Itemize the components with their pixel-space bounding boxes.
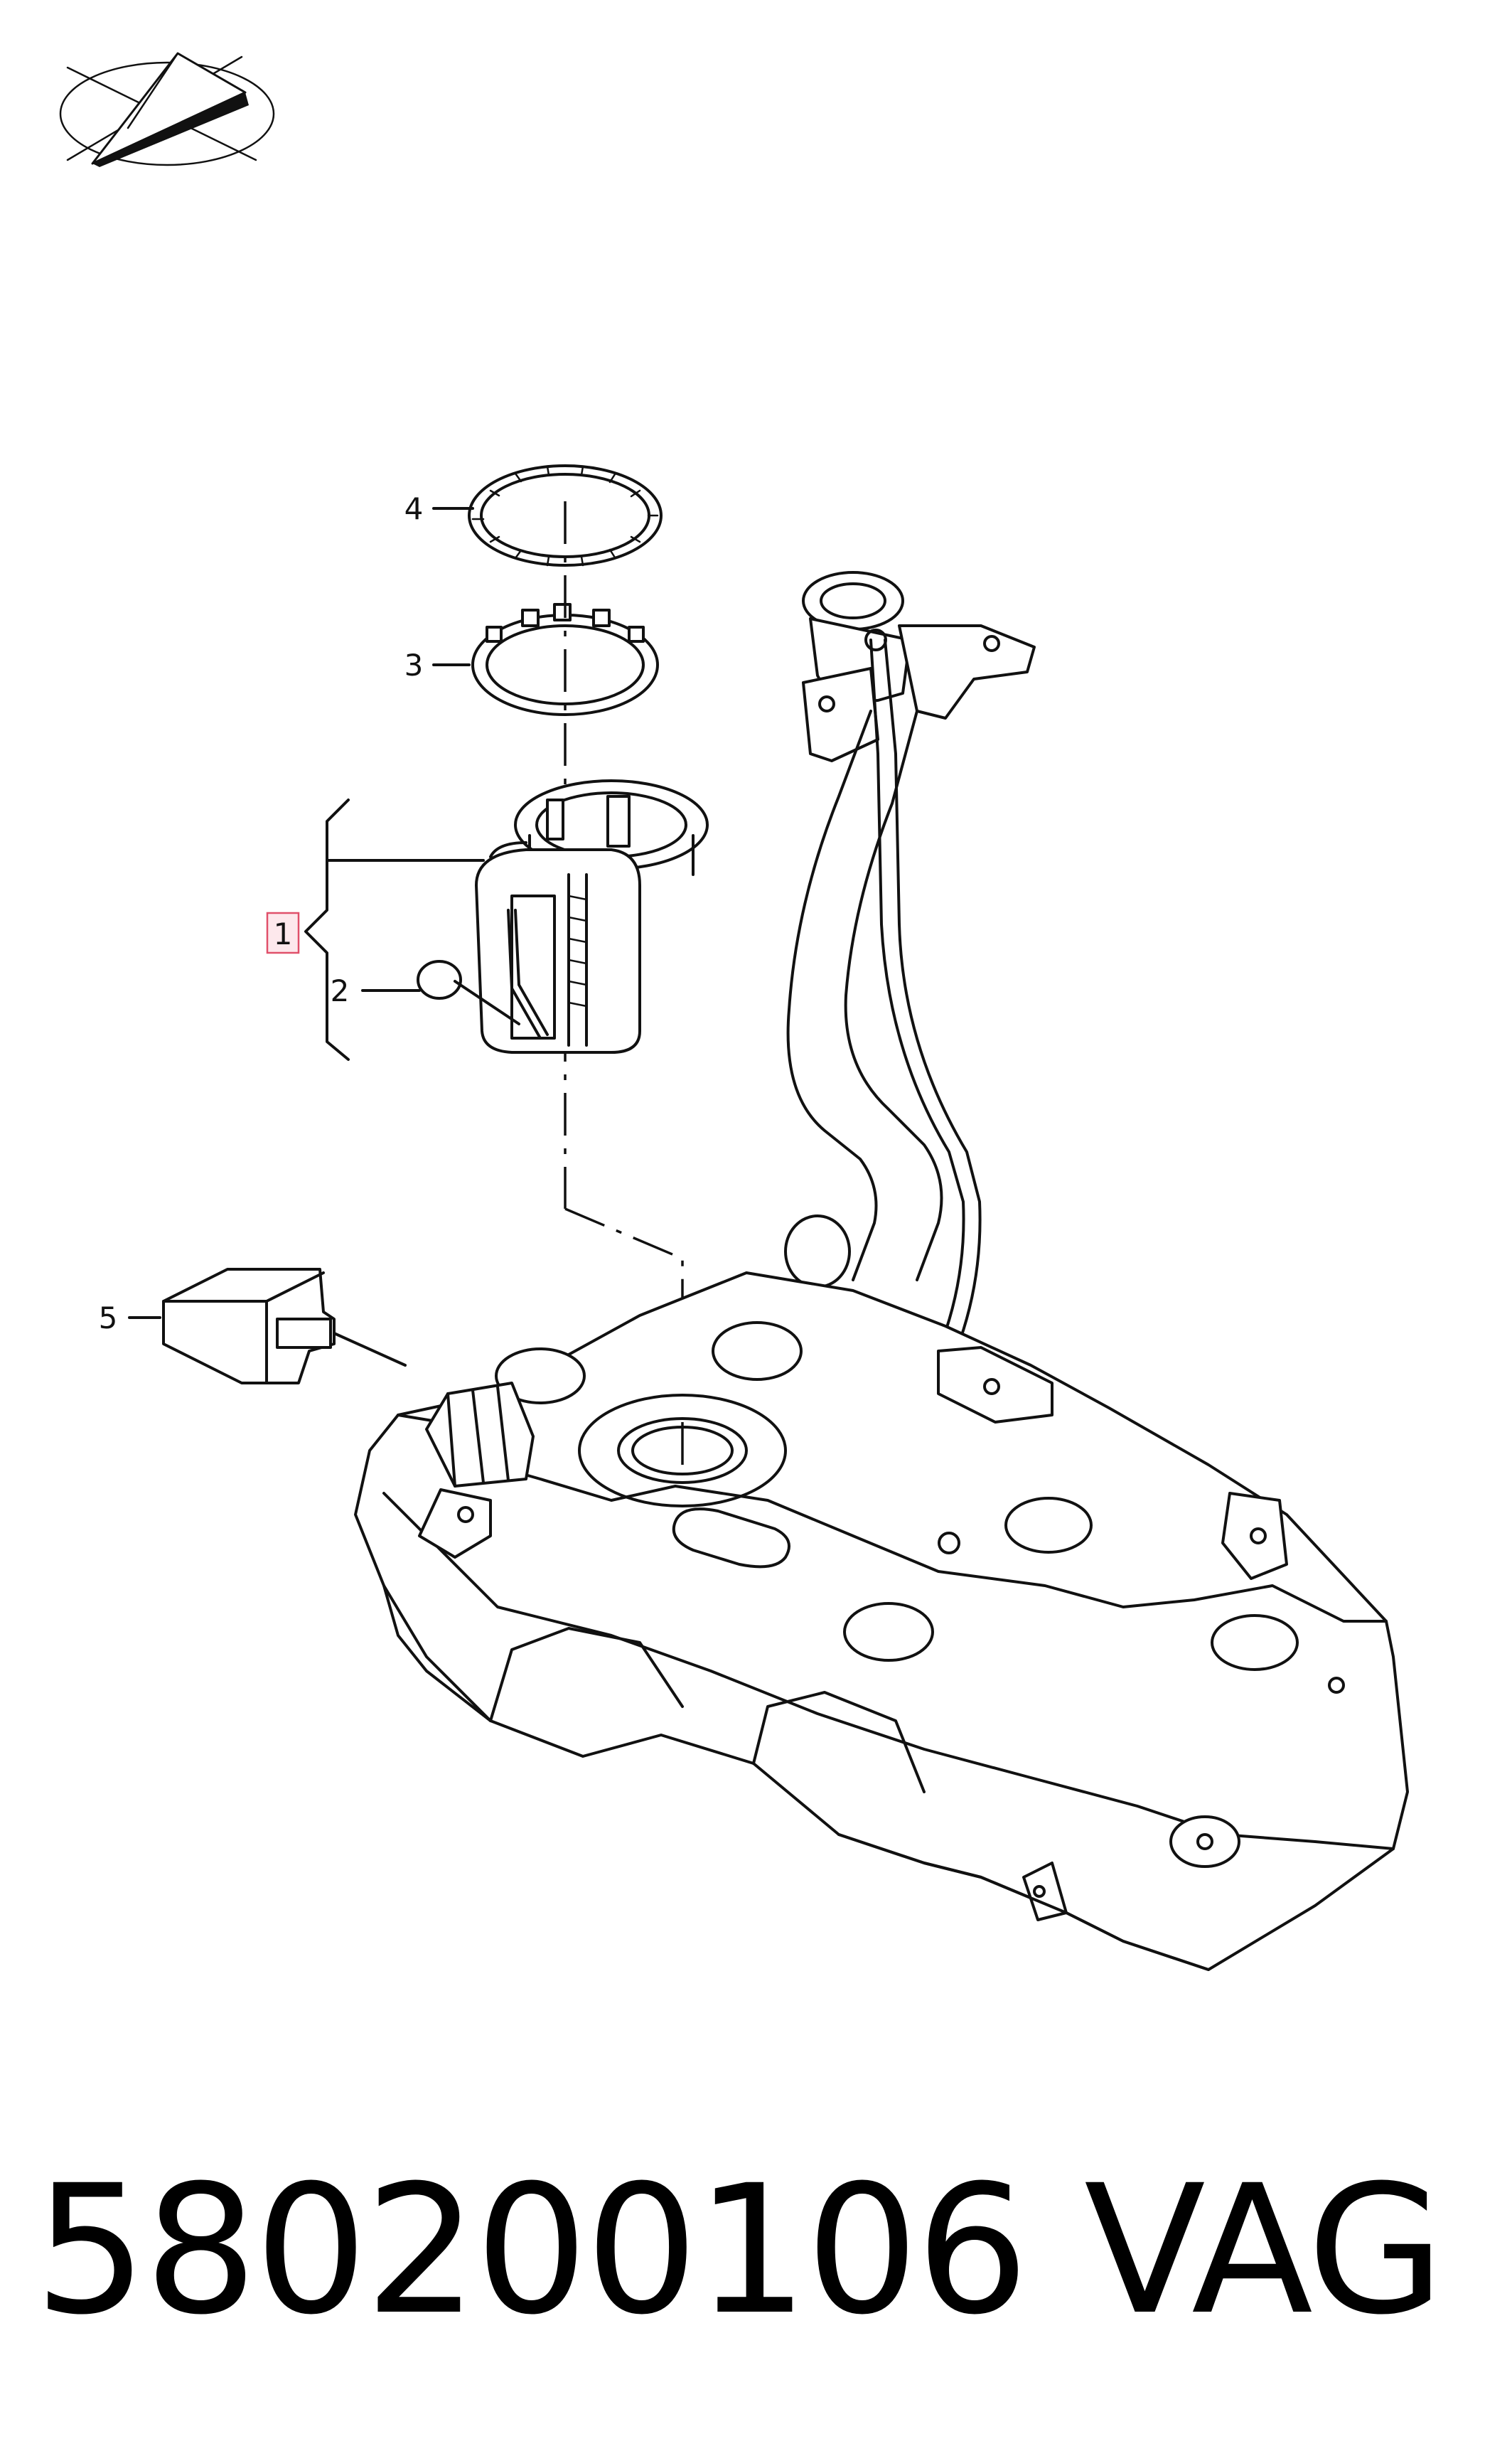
part-number: 580200106 — [34, 2147, 1029, 2354]
callout-1-highlight-box — [266, 912, 300, 954]
callout-4-label[interactable]: 4 — [404, 491, 424, 526]
callout-1[interactable]: 1 — [266, 912, 300, 954]
brand-label: VAG — [1084, 2147, 1444, 2354]
callout-2-label[interactable]: 2 — [331, 973, 350, 1008]
callout-5-label[interactable]: 5 — [99, 1301, 118, 1335]
part-1-fuel-pump-module — [475, 779, 709, 1054]
callout-3-label[interactable]: 3 — [404, 648, 424, 683]
callout-1-label: 1 — [274, 917, 293, 951]
part-2-fuel-level-sender — [417, 960, 520, 1025]
compass-plane-logo-icon — [59, 52, 275, 167]
part-5-fuel-pump-control-unit — [162, 1268, 407, 1384]
part-1-bracket — [304, 799, 350, 1061]
fuel-tank — [354, 1271, 1409, 1971]
filler-neck-pipe — [784, 571, 1057, 1555]
